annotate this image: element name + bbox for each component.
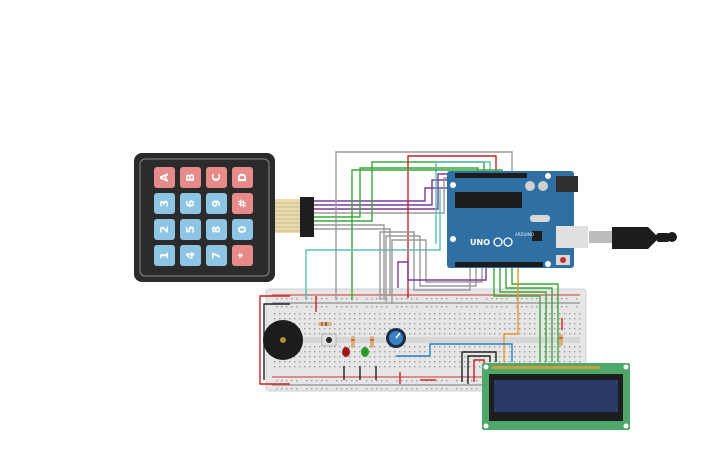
wire-red-left <box>259 295 290 385</box>
wire-top-red <box>407 155 497 298</box>
wire-blue <box>396 343 513 362</box>
keypad-key <box>206 219 227 240</box>
wire-teal-long <box>305 188 441 300</box>
keypad-key <box>180 167 201 188</box>
keypad-key-label: D <box>236 173 249 182</box>
wire-top-gray <box>335 151 513 300</box>
keypad-key-label: 8 <box>210 226 223 234</box>
arduino-uno: UNO ARDUINO <box>447 171 677 268</box>
keypad-4x4: A B C D 3 6 9 #2 5 8 0 1 4 7 * <box>134 153 314 282</box>
keypad-ribbon <box>275 197 314 237</box>
pushbutton <box>321 333 337 347</box>
keypad-key-label: 2 <box>158 226 171 234</box>
keypad-key-label: 3 <box>158 200 171 208</box>
keypad-key <box>232 219 253 240</box>
keypad-key <box>154 193 175 214</box>
keypad-keys: A B C D 3 6 9 #2 5 8 0 1 4 7 * <box>154 167 253 266</box>
led-green <box>361 347 369 357</box>
keypad-key <box>232 167 253 188</box>
resistor-3 <box>370 336 374 348</box>
wires <box>259 151 563 385</box>
keypad-key-label: 5 <box>184 226 197 234</box>
potentiometer <box>386 328 406 348</box>
keypad-key-label: # <box>236 199 249 208</box>
keypad-key <box>232 245 253 266</box>
keypad-key <box>206 245 227 266</box>
resistor-2 <box>351 336 355 348</box>
keypad-key <box>180 245 201 266</box>
wire-green-1 <box>493 268 541 362</box>
wire-purple-b <box>397 261 487 288</box>
keypad-key <box>180 219 201 240</box>
keypad-key <box>154 167 175 188</box>
keypad-key <box>232 193 253 214</box>
wire-green-4 <box>511 268 559 362</box>
wire-keypad-1 <box>313 187 454 202</box>
keypad-key <box>154 245 175 266</box>
wire-top-teal <box>435 161 491 244</box>
wire-black-left <box>263 303 290 380</box>
keypad-key-label: A <box>158 173 171 182</box>
keypad-key <box>154 219 175 240</box>
arduino-model-label: UNO <box>470 238 490 247</box>
wire-keypad-8 <box>313 228 391 296</box>
keypad-key-label: 1 <box>158 252 171 260</box>
wire-green-2 <box>499 268 547 362</box>
wire-gray-b <box>385 235 477 302</box>
wire-black-lcd-1 <box>461 351 497 382</box>
arduino-brand-label: ARDUINO <box>515 232 534 237</box>
wire-orange <box>503 268 519 362</box>
keypad-key-label: 6 <box>184 199 197 207</box>
keypad-key-label: 0 <box>236 225 249 233</box>
keypad-key-label: 4 <box>184 251 197 259</box>
wire-black-lcd-2 <box>467 355 491 384</box>
keypad-key-label: B <box>184 173 197 181</box>
keypad-key-label: C <box>210 173 223 181</box>
keypad-key-label: 7 <box>210 252 223 260</box>
resistor-1 <box>318 322 332 326</box>
keypad-key-label: * <box>236 252 249 258</box>
keypad-key <box>206 167 227 188</box>
buzzer <box>263 320 303 360</box>
resistor-4 <box>559 334 563 346</box>
keypad-key-label: 9 <box>210 200 223 208</box>
wire-green-3 <box>505 268 553 362</box>
arduino-logo <box>493 237 513 247</box>
lcd-16x2 <box>482 363 630 430</box>
keypad-key <box>180 193 201 214</box>
led-red <box>342 347 350 357</box>
keypad-key <box>206 193 227 214</box>
